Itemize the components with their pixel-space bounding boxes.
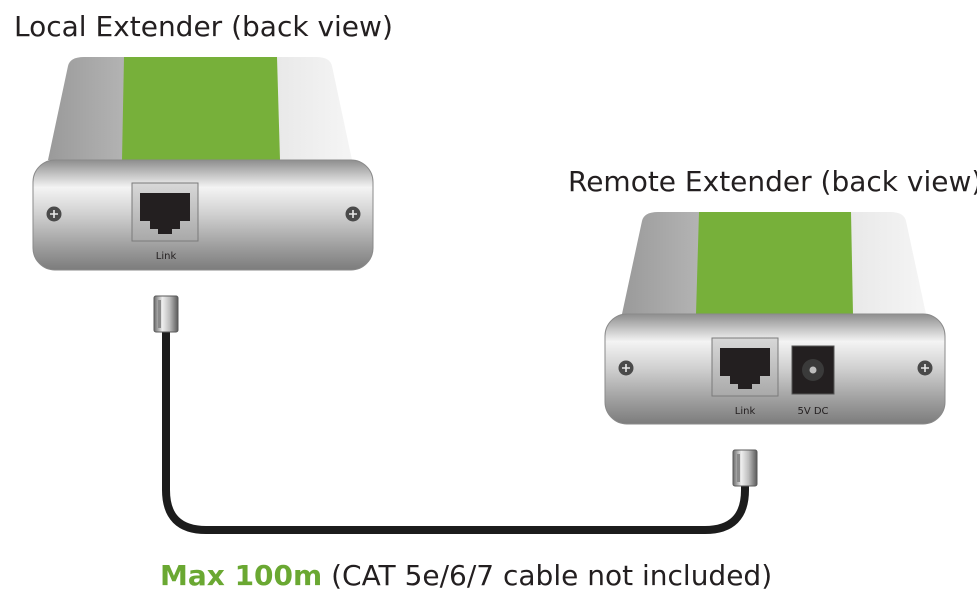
remote-extender-green-panel xyxy=(696,212,853,314)
cable-length-caption: Max 100m (CAT 5e/6/7 cable not included) xyxy=(160,559,772,592)
screw-icon xyxy=(46,206,62,222)
remote-extender: Link 5V DC xyxy=(604,212,946,425)
rj45-port-icon xyxy=(711,337,779,397)
cable-plug-icon xyxy=(153,295,179,333)
local-extender-front-panel xyxy=(32,159,374,271)
cable-note: (CAT 5e/6/7 cable not included) xyxy=(322,559,773,592)
ethernet-cable xyxy=(162,326,749,534)
local-link-label: Link xyxy=(156,251,177,262)
dc-power-jack-icon xyxy=(791,345,835,395)
screw-icon xyxy=(618,360,634,376)
screw-icon xyxy=(917,360,933,376)
local-extender-green-panel xyxy=(122,57,280,160)
remote-link-label: Link xyxy=(735,406,756,417)
local-extender: Link xyxy=(32,57,374,271)
cable-plug-icon xyxy=(732,449,758,487)
rj45-port-icon xyxy=(131,182,199,242)
max-distance-highlight: Max 100m xyxy=(160,559,323,592)
screw-icon xyxy=(345,206,361,222)
local-extender-title: Local Extender (back view) xyxy=(14,10,393,43)
remote-power-label: 5V DC xyxy=(797,406,828,417)
remote-extender-title: Remote Extender (back view) xyxy=(568,165,977,198)
